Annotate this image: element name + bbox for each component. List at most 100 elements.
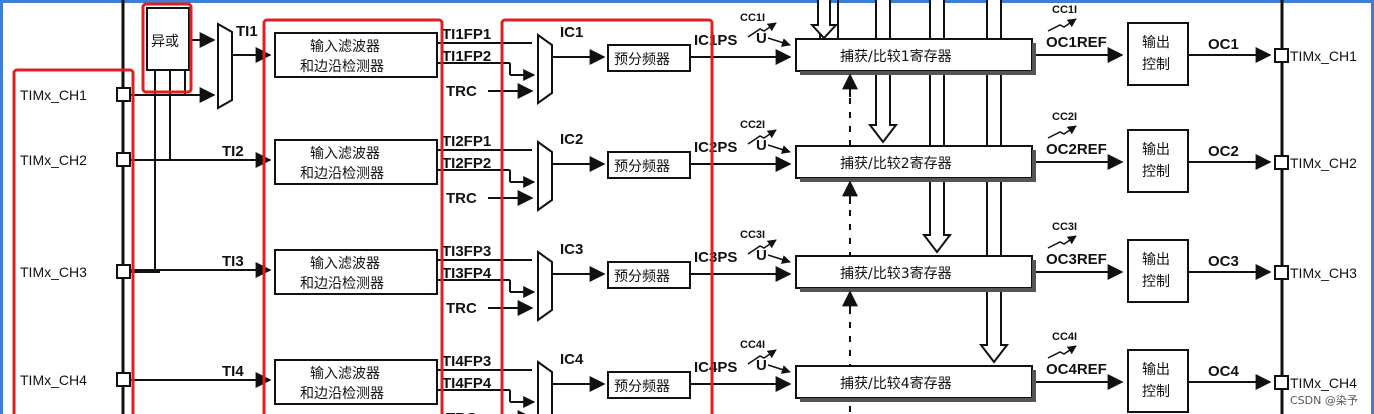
fp-a-label-1: TI1FP1 [442,26,491,43]
prescaler-2 [607,151,691,179]
prescaler-label-2: 预分频器 [614,159,670,175]
cci-label-4: CC4I [740,339,765,351]
output-control-line2-4: 控制 [1142,384,1170,400]
input-pin-label-4: TIMx_CH4 [20,372,87,388]
ti-label-2: TI2 [222,143,244,160]
output-control-line2-3: 控制 [1142,274,1170,290]
ic-label-4: IC4 [560,351,584,368]
ocref-label-4: OC4REF [1046,361,1107,378]
input-pin-2 [116,152,131,167]
icps-label-4: IC4PS [694,359,737,376]
input-pin-1 [116,87,131,102]
prescaler-4 [607,371,691,399]
fp-a-label-3: TI3FP3 [442,243,491,260]
u-label-1: U [756,30,767,47]
highlight-prescalers [500,18,714,414]
u-label-3: U [756,247,767,264]
cci2-label-3: CC3I [1052,221,1077,233]
filter-line1-1: 输入滤波器 [310,39,380,55]
xor-box [146,7,190,71]
icps-label-2: IC2PS [694,139,737,156]
oc-label-4: OC4 [1208,363,1240,380]
ocref-label-3: OC3REF [1046,251,1107,268]
capture-compare-register-2 [795,145,1033,179]
prescaler-1 [607,44,691,72]
filter-line1-2: 输入滤波器 [310,146,380,162]
register-label-2: 捕获/比较2寄存器 [840,155,952,172]
highlight-filters [262,18,444,414]
ocref-label-1: OC1REF [1046,34,1107,51]
u-label-2: U [756,137,767,154]
ti-label-4: TI4 [222,363,244,380]
ic-label-2: IC2 [560,131,583,148]
input-filter-2 [274,139,438,185]
register-label-4: 捕获/比较4寄存器 [840,375,952,392]
cci2-label-1: CC1I [1052,4,1077,16]
ic-mux-2 [537,140,553,212]
register-label-1: 捕获/比较1寄存器 [840,48,952,65]
output-pin-label-3: TIMx_CH3 [1290,265,1357,281]
ic-mux-1 [537,33,553,105]
filter-line2-2: 和边沿检测器 [300,166,384,182]
ic-label-1: IC1 [560,24,583,41]
output-pin-4 [1274,375,1289,390]
output-pin-2 [1274,155,1289,170]
output-control-4 [1127,349,1189,413]
input-pin-label-2: TIMx_CH2 [20,152,87,168]
fp-a-label-2: TI2FP1 [442,133,491,150]
filter-line1-4: 输入滤波器 [310,366,380,382]
trc-label-3: TRC [446,300,477,317]
highlight-input-pins [12,68,135,414]
fp-b-label-2: TI2FP2 [442,155,491,172]
prescaler-label-4: 预分频器 [614,379,670,395]
input-pin-label-1: TIMx_CH1 [20,87,87,103]
cci-label-1: CC1I [740,12,765,24]
ti-label-1: TI1 [236,23,258,40]
output-pin-3 [1274,265,1289,280]
output-pin-label-2: TIMx_CH2 [1290,155,1357,171]
capture-compare-register-4 [795,365,1033,399]
filter-line2-3: 和边沿检测器 [300,276,384,292]
watermark: CSDN @染予 [1290,393,1358,407]
ic-mux-3 [537,250,553,322]
prescaler-3 [607,261,691,289]
bus-arrow-2 [921,0,953,254]
filter-line1-3: 输入滤波器 [310,256,380,272]
oc-label-1: OC1 [1208,36,1239,53]
output-pin-label-4: TIMx_CH4 [1290,375,1357,391]
ocref-label-2: OC2REF [1046,141,1107,158]
icps-label-1: IC1PS [694,32,737,49]
oc-label-3: OC3 [1208,253,1239,270]
output-control-3 [1127,239,1189,303]
input-filter-3 [274,249,438,295]
trc-label-2: TRC [446,190,477,207]
ti-label-3: TI3 [222,253,244,270]
input-pin-3 [116,264,131,279]
output-pin-1 [1274,48,1289,63]
trc-label-4: TRC [446,410,477,414]
cci-label-3: CC3I [740,229,765,241]
xor-label: 异或 [151,34,179,50]
output-control-line2-1: 控制 [1142,57,1170,73]
filter-line2-1: 和边沿检测器 [300,59,384,75]
highlight-xor [141,2,193,94]
ic-label-3: IC3 [560,241,583,258]
output-control-line1-1: 输出 [1142,35,1170,51]
output-control-line2-2: 控制 [1142,164,1170,180]
register-label-3: 捕获/比较3寄存器 [840,265,952,282]
prescaler-label-1: 预分频器 [614,52,670,68]
trc-label-1: TRC [446,83,477,100]
oc-label-2: OC2 [1208,143,1239,160]
input-pin-label-3: TIMx_CH3 [20,264,87,280]
cci2-label-4: CC4I [1052,331,1077,343]
cci2-label-2: CC2I [1052,111,1077,123]
output-control-2 [1127,129,1189,193]
fp-b-label-1: TI1FP2 [442,48,491,65]
output-control-line1-4: 输出 [1142,362,1170,378]
u-label-4: U [756,357,767,374]
